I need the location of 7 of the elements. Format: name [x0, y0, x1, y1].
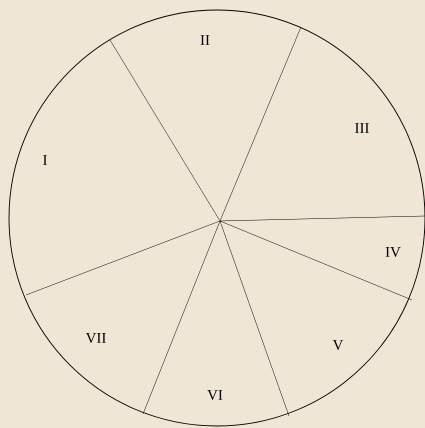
- sector-label: I: [43, 155, 47, 165]
- sector-label: II: [200, 35, 210, 45]
- sector-label: IV: [386, 246, 401, 258]
- sector-label: VII: [86, 332, 106, 343]
- sector-label: V: [332, 340, 344, 350]
- sector-label: III: [355, 123, 369, 133]
- sector-label: VI: [207, 390, 222, 400]
